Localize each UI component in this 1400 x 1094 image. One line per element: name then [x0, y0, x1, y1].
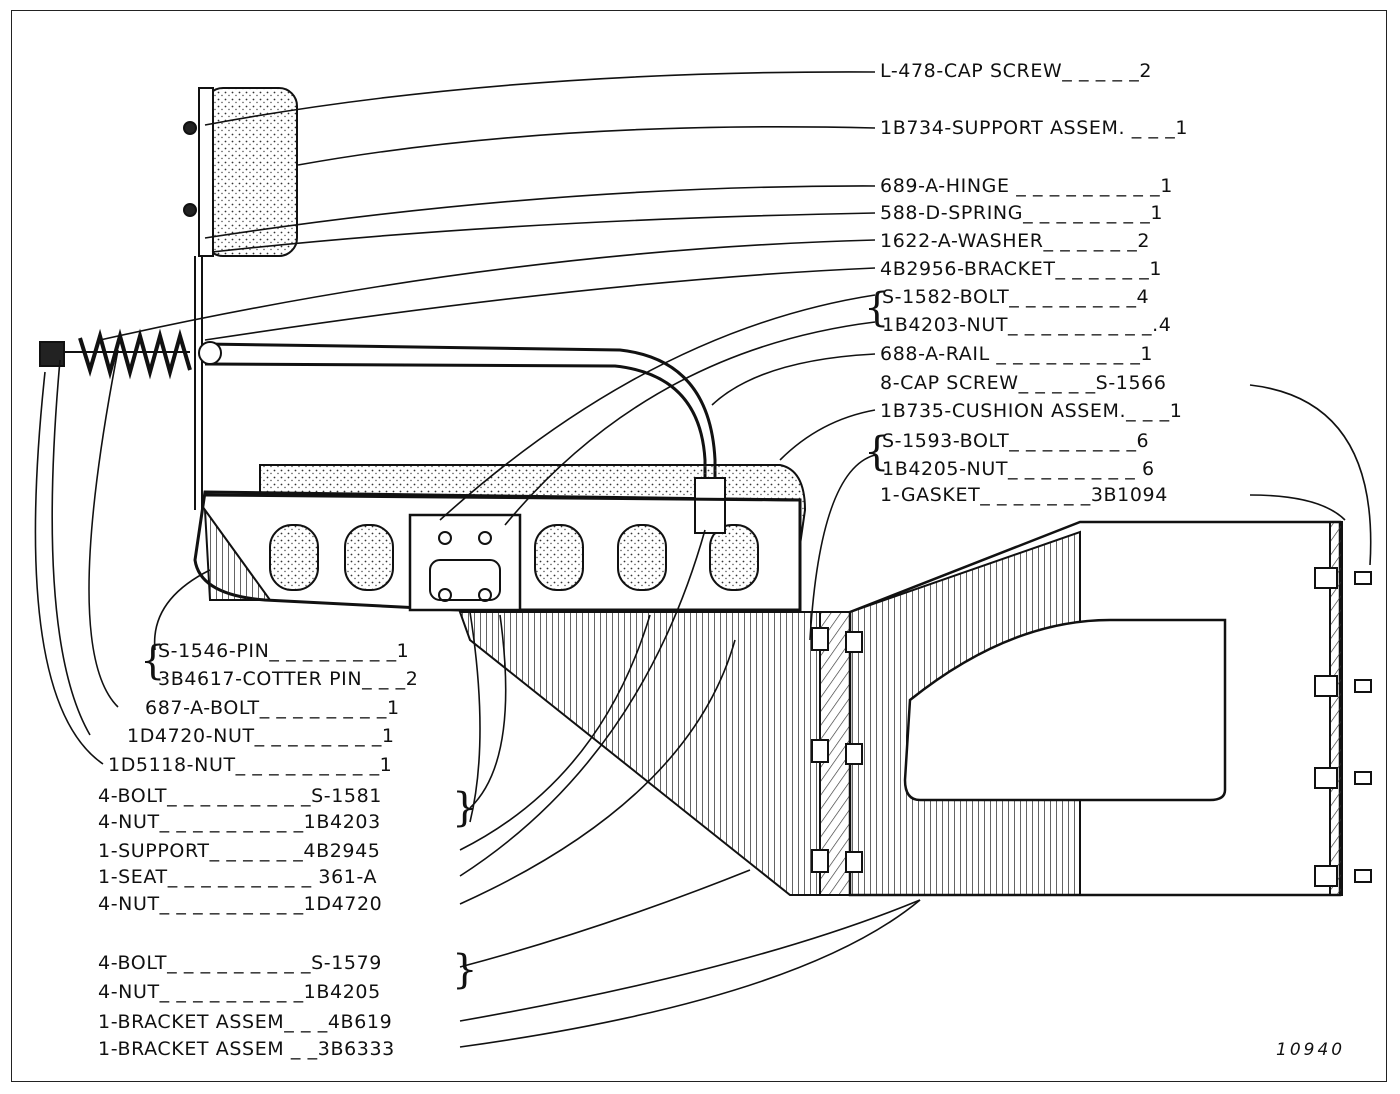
callout-nut-1d5118: 1D5118-NUT_ _ _ _ _ _ _ _ _1: [108, 754, 393, 776]
callout-support: 1-SUPPORT_ _ _ _ _ _4B2945: [98, 840, 381, 862]
brace-bolt-nut-3: {: [452, 785, 478, 831]
callout-nut-1b4205-left: 4-NUT_ _ _ _ _ _ _ _ _1B4205: [98, 981, 381, 1003]
callout-washer: 1622-A-WASHER_ _ _ _ _ _2: [880, 230, 1151, 252]
callout-nut-1b4203: 1B4203-NUT_ _ _ _ _ _ _ _ _.4: [882, 314, 1172, 336]
callout-pin: S-1546-PIN_ _ _ _ _ _ _ _1: [158, 640, 410, 662]
callout-spring: 588-D-SPRING_ _ _ _ _ _ _ _1: [880, 202, 1164, 224]
callout-nut-1b4203-left: 4-NUT_ _ _ _ _ _ _ _ _1B4203: [98, 811, 381, 833]
callout-nut-1d4720-4: 4-NUT_ _ _ _ _ _ _ _ _1D4720: [98, 893, 383, 915]
callout-bracket-assem-4b619: 1-BRACKET ASSEM_ _ _4B619: [98, 1011, 393, 1033]
callout-gasket: 1-GASKET_ _ _ _ _ _ _3B1094: [880, 484, 1168, 506]
callout-bolt-s1579: 4-BOLT_ _ _ _ _ _ _ _ _S-1579: [98, 952, 382, 974]
brace-bolt-nut-1: {: [864, 285, 890, 331]
callout-support-assem: 1B734-SUPPORT ASSEM. _ _ _1: [880, 117, 1189, 139]
support-assembly-part: [183, 87, 298, 510]
drawing-frame: [11, 10, 1387, 1082]
rail-part: [198, 341, 717, 480]
figure-number: 10940: [1276, 1040, 1346, 1060]
leader-lines: [34, 71, 1372, 1048]
brace-bolt-nut-4: {: [452, 947, 478, 993]
callout-nut-1b4205: 1B4205-NUT_ _ _ _ _ _ _ _ 6: [882, 458, 1155, 480]
brace-bolt-nut-2: {: [864, 429, 890, 475]
callout-nut-1d4720: 1D4720-NUT_ _ _ _ _ _ _ _1: [127, 725, 395, 747]
callout-cushion-assem: 1B735-CUSHION ASSEM._ _ _1: [880, 400, 1183, 422]
bracket-assembly-part: [458, 520, 1372, 897]
callout-cotter-pin: 3B4617-COTTER PIN_ _ _2: [158, 668, 419, 690]
seat-pan-part: [193, 477, 802, 612]
callout-rail: 688-A-RAIL _ _ _ _ _ _ _ _ _1: [880, 343, 1154, 365]
callout-bracket-assem-3b6333: 1-BRACKET ASSEM _ _3B6333: [98, 1038, 395, 1060]
callout-bolt-s1593: S-1593-BOLT_ _ _ _ _ _ _ _6: [882, 430, 1150, 452]
callout-bolt-s1581: 4-BOLT_ _ _ _ _ _ _ _ _S-1581: [98, 785, 382, 807]
callout-bracket: 4B2956-BRACKET_ _ _ _ _ _1: [880, 258, 1163, 280]
brace-pin: {: [140, 638, 166, 684]
callout-hinge: 689-A-HINGE _ _ _ _ _ _ _ _ _1: [880, 175, 1173, 197]
callout-cap-screw-8: 8-CAP SCREW_ _ _ _ _S-1566: [880, 372, 1167, 394]
callout-bolt-687a: 687-A-BOLT_ _ _ _ _ _ _ _1: [145, 697, 400, 719]
callout-bolt-s1582: S-1582-BOLT_ _ _ _ _ _ _ _4: [882, 286, 1150, 308]
callout-cap-screw: L-478-CAP SCREW_ _ _ _ _2: [880, 60, 1153, 82]
callout-seat: 1-SEAT_ _ _ _ _ _ _ _ _ 361-A: [98, 866, 378, 888]
